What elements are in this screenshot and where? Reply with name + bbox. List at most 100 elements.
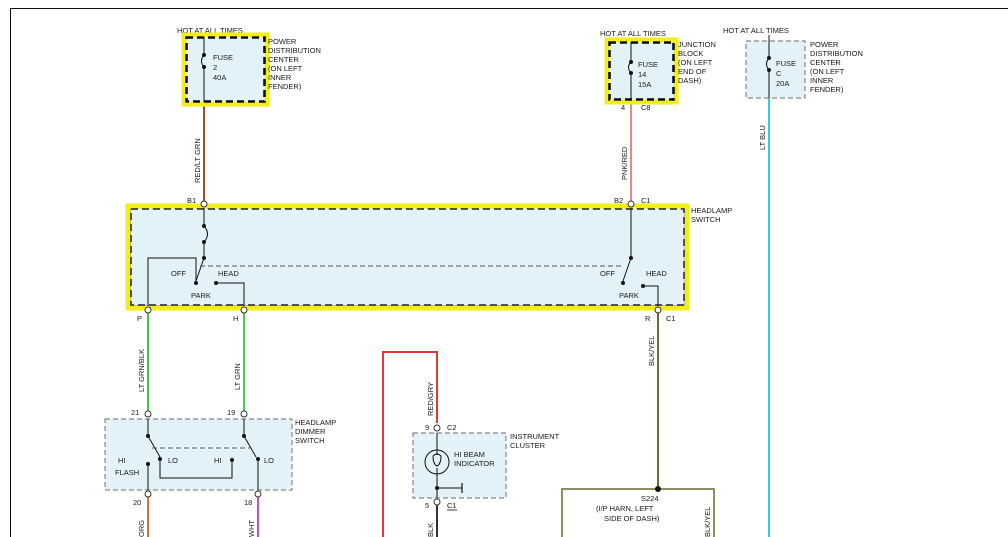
fuse-14-rating: 15A	[638, 80, 651, 89]
headlamp-switch-box	[129, 207, 686, 307]
fuse-14: HOT AT ALL TIMES FUSE 14 15A JUNCTION BL…	[600, 29, 716, 112]
hi-beam-indicator-1: HI BEAM	[454, 450, 485, 459]
pin-b2	[627, 200, 635, 208]
label-org: ORG	[137, 520, 146, 537]
left-switch-head: HEAD	[218, 269, 239, 278]
pin-b2-label: B2	[614, 196, 623, 205]
fuse-c-location-3: CENTER	[810, 58, 841, 67]
dimmer-right-hi: HI	[214, 456, 222, 465]
fuse-c-location-2: DISTRIBUTION	[810, 49, 863, 58]
dimmer-right-arm	[243, 435, 257, 458]
instrument-cluster-name-1: INSTRUMENT	[510, 432, 560, 441]
fuse-c-label: FUSE	[776, 59, 796, 68]
fuse-14-dot-top	[629, 60, 633, 64]
fuse-2-box-outline	[185, 36, 266, 103]
left-switch-head-lead	[216, 282, 245, 306]
fuse-14-number: 14	[638, 70, 646, 79]
fuse-c-box	[745, 40, 806, 99]
fuse-c: HOT AT ALL TIMES FUSE C 20A POWER DISTRI…	[723, 26, 863, 99]
splice-dot	[655, 486, 661, 492]
wire-red-gry[interactable]	[382, 351, 438, 537]
fuse-2-location-5: INNER	[268, 73, 292, 82]
fuse-14-location-5: DASH)	[678, 76, 702, 85]
dimmer-left-lo: LO	[168, 456, 178, 465]
fuse-2-highlight	[181, 32, 270, 107]
dimmer-right-lo: LO	[264, 456, 274, 465]
left-switch-park-lead	[147, 257, 197, 306]
dimmer-right-hi-contact	[230, 458, 234, 462]
fuse-2-dot-bottom	[202, 65, 206, 69]
fuse-2-location-4: (ON LEFT	[268, 64, 303, 73]
pin-9-label: 9	[425, 423, 429, 432]
pin-20	[144, 490, 152, 498]
dimmer-switch[interactable]: HEADLAMP DIMMER SWITCH 21 19 20 18 HI LO…	[104, 408, 336, 507]
fuse-c-location-6: FENDER)	[810, 85, 844, 94]
label-blk: BLK	[426, 523, 435, 537]
pin-h	[240, 306, 248, 314]
headlamp-switch[interactable]: HEADLAMP SWITCH B1 B2 C1 P H R C1 OFF HE…	[125, 196, 732, 323]
dimmer-left-lo-lead	[159, 459, 233, 479]
right-switch-pivot	[629, 256, 633, 260]
dimmer-switch-name-3: SWITCH	[295, 436, 325, 445]
right-switch-head-lead	[643, 285, 659, 306]
pin-r-label: R	[645, 314, 651, 323]
fuse-2-location-1: POWER	[268, 37, 297, 46]
fuse-14-connector: C8	[641, 103, 651, 112]
pin-19	[240, 410, 248, 418]
left-switch-dot-1	[202, 224, 206, 228]
label-lt-grn-blk: LT GRN/BLK	[137, 349, 146, 392]
pin-b1-label: B1	[187, 196, 196, 205]
right-switch-park: PARK	[619, 291, 639, 300]
headlamp-switch-name-2: SWITCH	[691, 215, 721, 224]
dimmer-flash: FLASH	[115, 468, 139, 477]
splice-desc-1: (I/P HARN, LEFT	[596, 504, 654, 513]
left-switch-pivot	[202, 256, 206, 260]
pin-h-label: H	[233, 314, 238, 323]
fuse-14-location-1: JUNCTION	[678, 40, 716, 49]
dimmer-switch-box	[104, 418, 293, 491]
fuse-c-number: C	[776, 69, 782, 78]
pin-19-label: 19	[227, 408, 235, 417]
pin-p-label: P	[137, 314, 142, 323]
label-lt-blu: LT BLU	[758, 125, 767, 150]
fuse-2-location-6: FENDER)	[268, 82, 302, 91]
right-switch-off: OFF	[600, 269, 615, 278]
splice-desc-2: SIDE OF DASH)	[604, 514, 660, 523]
label-red-lt-grn: RED/LT GRN	[193, 138, 202, 183]
fuse-c-location-4: (ON LEFT	[810, 67, 845, 76]
pin-21	[144, 410, 152, 418]
fuse-14-location-4: END OF	[678, 67, 707, 76]
dimmer-switch-name-2: DIMMER	[295, 427, 326, 436]
fuse-2-box	[184, 35, 267, 104]
headlamp-switch-outline	[130, 208, 685, 306]
pin-r	[654, 306, 662, 314]
headlamp-switch-name-1: HEADLAMP	[691, 206, 732, 215]
hi-beam-filament	[432, 449, 442, 474]
right-switch-park-contact	[621, 281, 625, 285]
label-red-gry: RED/GRY	[426, 382, 435, 416]
left-switch-dot-2	[202, 240, 206, 244]
conn-c1-label: C1	[447, 501, 457, 510]
fuse-c-hot-label: HOT AT ALL TIMES	[723, 26, 789, 35]
splice-s224: S224 (I/P HARN, LEFT SIDE OF DASH)	[596, 494, 660, 523]
hi-beam-indicator-2: INDICATOR	[454, 459, 495, 468]
fuse-2-number: 2	[213, 63, 217, 72]
instrument-cluster-name-2: CLUSTER	[510, 441, 546, 450]
dimmer-left-arm	[147, 435, 161, 458]
pin-9	[433, 424, 441, 432]
conn-c2-label: C2	[447, 423, 457, 432]
fuse-c-location-5: INNER	[810, 76, 834, 85]
left-switch-park: PARK	[191, 291, 211, 300]
pin-18-label: 18	[244, 498, 252, 507]
fuse-2-location-2: DISTRIBUTION	[268, 46, 321, 55]
instrument-cluster[interactable]: INSTRUMENT CLUSTER 9 C2 5 C1 HI BEAM IND…	[412, 423, 560, 511]
fuse-14-dot-bottom	[629, 71, 633, 75]
fuse-2-label: FUSE	[213, 53, 233, 62]
wire-blk-yel-2[interactable]	[658, 488, 715, 537]
pin-18	[254, 490, 262, 498]
fuse-c-location-1: POWER	[810, 40, 839, 49]
pin-p	[144, 306, 152, 314]
wire-blk-yel-3[interactable]	[561, 488, 658, 537]
pin-5-label: 5	[425, 501, 429, 510]
